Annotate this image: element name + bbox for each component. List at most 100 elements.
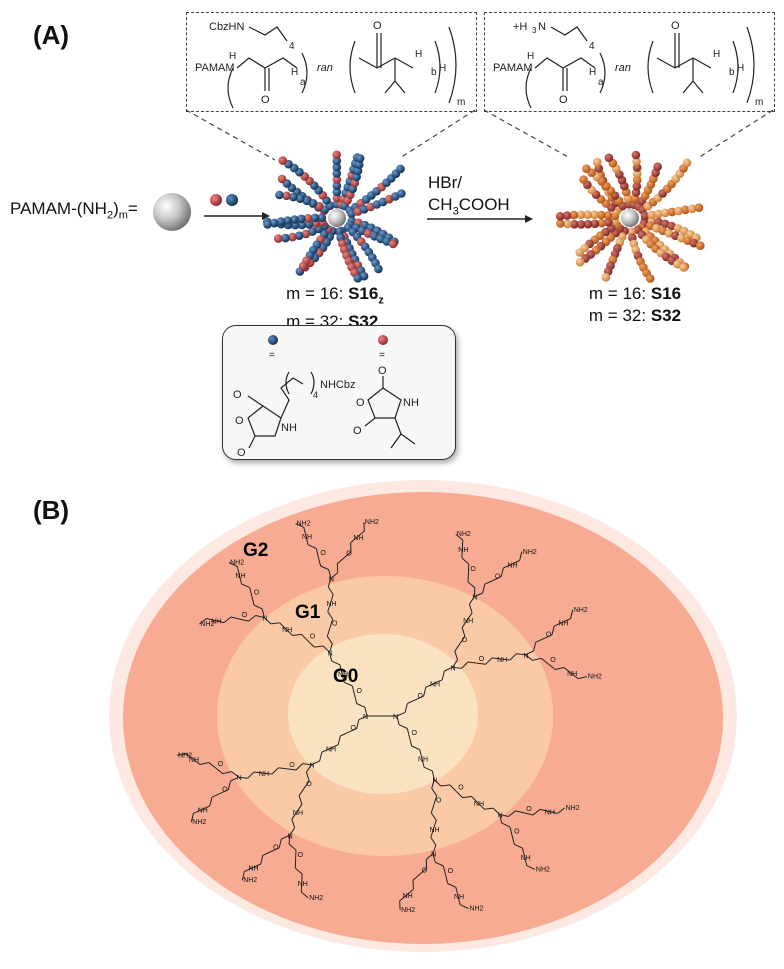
polymer-bead [661, 208, 670, 218]
right-product-line2: m = 32: S32 [565, 305, 705, 327]
terminal-amine-label: NH2 [309, 895, 323, 902]
sub-b-left: b [431, 67, 437, 78]
polymer-bead [354, 160, 364, 169]
h-terminal-right: H [737, 63, 744, 74]
amide-nh-label: NH [403, 893, 413, 900]
bond-line [423, 766, 433, 772]
carbonyl-o-left: O [261, 94, 270, 106]
polymer-bead [576, 210, 586, 220]
lysine-bead-key [268, 335, 278, 345]
bond-line [492, 657, 502, 660]
bond-line [501, 822, 511, 828]
bond-line [532, 657, 542, 661]
amide-nh-label: NH [508, 562, 518, 569]
right-l2-name: S32 [650, 306, 682, 325]
polymer-bead [681, 205, 690, 215]
bond-line [223, 616, 232, 623]
bond-line [434, 861, 444, 867]
bond-line [503, 563, 512, 569]
bond-line [262, 772, 272, 775]
bond-line [499, 814, 503, 824]
reagent-sub: 3 [452, 205, 459, 218]
g1-label: G1 [295, 602, 321, 623]
bond-line [467, 661, 477, 664]
bond-line [326, 627, 331, 637]
bond-line [285, 628, 293, 636]
left-l1-sub: z [378, 294, 384, 307]
terminal-amine-label: NH2 [523, 549, 537, 556]
bond-line [404, 703, 408, 713]
star-left-arms [263, 150, 406, 283]
lys-o-ring: O [235, 415, 244, 427]
terminal-amine-label: NH2 [297, 521, 311, 528]
bond-line [407, 699, 416, 704]
n4-label: 4 [289, 41, 295, 52]
tertiary-n-label: N [310, 763, 315, 770]
bond-line [525, 650, 534, 656]
polymer-bead [290, 215, 299, 224]
terminal-amine-label: NH2 [401, 907, 415, 914]
left-l1-prefix: m = 16: [286, 284, 349, 303]
bond-line [288, 843, 297, 851]
bond-line [433, 679, 443, 684]
amide-nh-label: NH [249, 866, 259, 873]
amide-nh-label: NH [327, 601, 337, 608]
bond-line [452, 666, 462, 669]
protected-star-polymer [263, 150, 406, 283]
bond-line [455, 887, 459, 897]
pamam-core-label: PAMAM [195, 62, 235, 74]
polymer-bead [283, 216, 292, 225]
monomer-beads-arrow [204, 194, 270, 220]
bond-line [215, 767, 224, 775]
bond-line [327, 578, 332, 588]
polymer-bead [601, 273, 611, 282]
bond-line [193, 809, 202, 814]
bond-line [432, 844, 437, 854]
bond-line [533, 642, 537, 652]
bond-line [454, 643, 461, 652]
star-right-core [621, 209, 639, 227]
bond-line [474, 592, 483, 598]
pamam-core-label-right: PAMAM [493, 62, 533, 74]
bond-line [319, 752, 323, 762]
bond-line [322, 645, 330, 653]
bond-line [459, 636, 466, 645]
bond-line [307, 640, 315, 648]
bond-line [468, 604, 473, 613]
amide-nh-label: NH [474, 801, 484, 808]
tertiary-n-label: N [498, 812, 503, 819]
polymer-bead [679, 263, 688, 272]
carbonyl-o-label: O [346, 551, 352, 558]
bond-line [563, 667, 572, 674]
polymer-bead [597, 210, 606, 220]
polymer-bead [374, 264, 383, 274]
bond-line [433, 795, 438, 805]
amide-nh-label: NH [302, 534, 312, 541]
polymer-bead [575, 257, 585, 267]
sub-a-right: a [598, 77, 604, 88]
bond-line [260, 855, 264, 865]
amide-nh-label: NH [545, 809, 555, 816]
bond-line [287, 768, 297, 771]
bond-line [526, 865, 536, 870]
polymer-bead [631, 150, 641, 160]
reagent-line1: HBr/ [428, 173, 462, 192]
initiator-text: PAMAM-(NH [10, 199, 107, 218]
cbz-side-chain-label: CbzHN [209, 21, 245, 33]
bond-line [327, 586, 334, 595]
bond-line [396, 711, 406, 717]
bond-line [358, 715, 368, 721]
bond-line [201, 805, 211, 811]
bond-line [415, 695, 424, 701]
polymer-bead [632, 163, 642, 172]
bond-line [236, 566, 240, 576]
bond-line [516, 653, 526, 656]
bond-line [348, 728, 357, 733]
reagent-tail: COOH [458, 195, 510, 214]
bond-line [445, 874, 449, 884]
bond-line [484, 580, 494, 585]
carbonyl-o-label: O [273, 845, 279, 852]
polymer-bead [569, 210, 579, 220]
protected-polymer-structure: CbzHN 4 PAMAM H O H a ran O H b H m [195, 20, 465, 109]
initiator-tail: ) [113, 199, 119, 218]
